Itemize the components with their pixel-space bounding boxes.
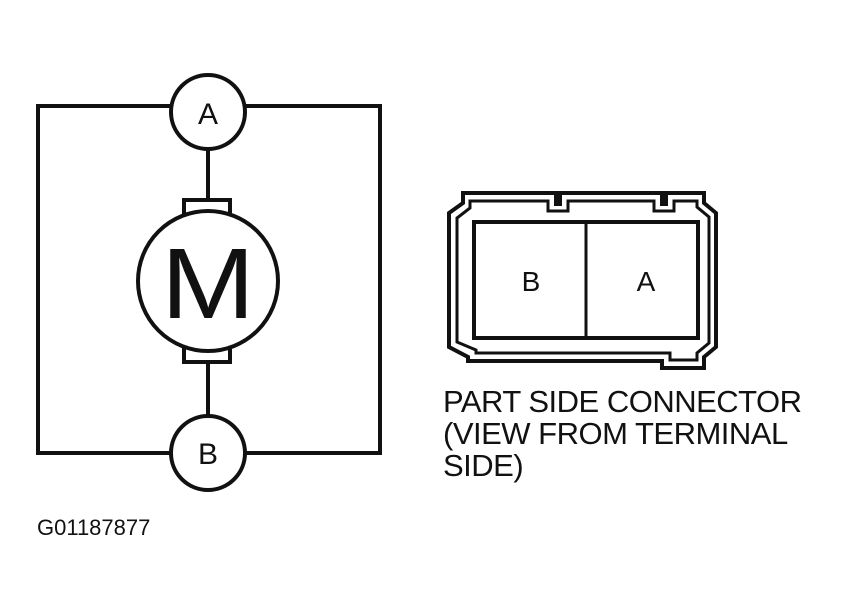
terminal-a-circle — [169, 73, 247, 151]
motor-body — [136, 209, 280, 353]
terminal-b-label: B — [198, 438, 218, 471]
connector-cavity-b-label: B — [522, 266, 541, 297]
connector-caption: PART SIDE CONNECTOR (VIEW FROM TERMINAL … — [443, 386, 802, 482]
part-side-connector — [447, 191, 718, 370]
terminal-a-label: A — [198, 98, 218, 131]
connector-cavity-a-label: A — [637, 266, 656, 297]
caption-line-1: PART SIDE CONNECTOR — [443, 384, 802, 419]
circuit-wire-right — [246, 104, 382, 455]
caption-line-2: (VIEW FROM TERMINAL — [443, 416, 788, 451]
caption-line-3: SIDE) — [443, 448, 524, 483]
connector-outer-shell — [447, 191, 718, 370]
figure-id: G01187877 — [37, 515, 151, 540]
motor-symbol: M — [161, 228, 255, 340]
terminal-b-circle — [169, 414, 247, 492]
circuit-wire-top — [36, 104, 170, 455]
connector-inner-shell — [455, 199, 711, 362]
